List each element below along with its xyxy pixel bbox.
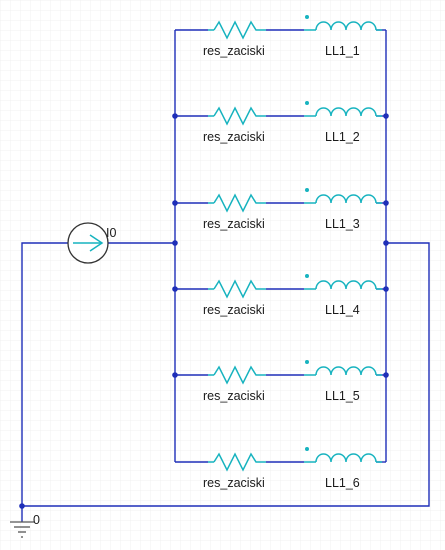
- resistor[interactable]: res_zaciski: [203, 452, 266, 490]
- inductor-label: LL1_3: [325, 217, 360, 231]
- junction-node: [19, 503, 25, 509]
- junction-node: [383, 240, 389, 246]
- inductor-icon: [304, 360, 382, 376]
- polarity-dot: [305, 274, 309, 278]
- inductor-icon: [304, 15, 382, 31]
- branch-4: res_zaciski LL1_4: [175, 274, 386, 317]
- resistor-icon: [208, 106, 266, 126]
- branch-1: res_zaciski LL1_1: [175, 15, 386, 58]
- resistor-label: res_zaciski: [203, 217, 265, 231]
- polarity-dot: [305, 101, 309, 105]
- inductor[interactable]: LL1_3: [304, 188, 382, 231]
- resistor-icon: [208, 20, 266, 40]
- current-source-i0[interactable]: I0: [48, 222, 128, 264]
- resistor-icon: [208, 193, 266, 213]
- junction-node: [172, 240, 178, 246]
- current-source-icon: [67, 222, 109, 264]
- inductor-label: LL1_5: [325, 389, 360, 403]
- branch-3: res_zaciski LL1_3: [175, 188, 386, 231]
- branch-6: res_zaciski LL1_6: [175, 447, 386, 490]
- return-wire: [21, 242, 430, 507]
- branch-5: res_zaciski LL1_5: [175, 360, 386, 403]
- inductor[interactable]: LL1_2: [304, 101, 382, 144]
- inductor[interactable]: LL1_4: [304, 274, 382, 317]
- resistor-icon: [208, 279, 266, 299]
- resistor-label: res_zaciski: [203, 476, 265, 490]
- inductor[interactable]: LL1_6: [304, 447, 382, 490]
- inductor[interactable]: LL1_5: [304, 360, 382, 403]
- polarity-dot: [305, 15, 309, 19]
- polarity-dot: [305, 447, 309, 451]
- inductor-label: LL1_4: [325, 303, 360, 317]
- polarity-dot: [305, 188, 309, 192]
- resistor-icon: [208, 365, 266, 385]
- source-label: I0: [106, 226, 116, 240]
- polarity-dot: [305, 360, 309, 364]
- inductor-icon: [304, 101, 382, 117]
- inductor-label: LL1_6: [325, 476, 360, 490]
- resistor[interactable]: res_zaciski: [203, 106, 266, 144]
- resistor-label: res_zaciski: [203, 44, 265, 58]
- ground-label: 0: [33, 513, 40, 527]
- resistor-label: res_zaciski: [203, 130, 265, 144]
- ground-symbol: 0: [10, 513, 40, 538]
- resistor[interactable]: res_zaciski: [203, 279, 266, 317]
- resistor-label: res_zaciski: [203, 303, 265, 317]
- ground-icon: [10, 521, 34, 538]
- resistor[interactable]: res_zaciski: [203, 20, 266, 58]
- inductor-icon: [304, 188, 382, 204]
- inductor-icon: [304, 274, 382, 290]
- inductor-icon: [304, 447, 382, 463]
- inductor-label: LL1_1: [325, 44, 360, 58]
- resistor[interactable]: res_zaciski: [203, 193, 266, 231]
- wires: [21, 30, 430, 522]
- inductor-label: LL1_2: [325, 130, 360, 144]
- branch-2: res_zaciski LL1_2: [175, 101, 386, 144]
- resistor[interactable]: res_zaciski: [203, 365, 266, 403]
- inductor[interactable]: LL1_1: [304, 15, 382, 58]
- resistor-icon: [208, 452, 266, 472]
- resistor-label: res_zaciski: [203, 389, 265, 403]
